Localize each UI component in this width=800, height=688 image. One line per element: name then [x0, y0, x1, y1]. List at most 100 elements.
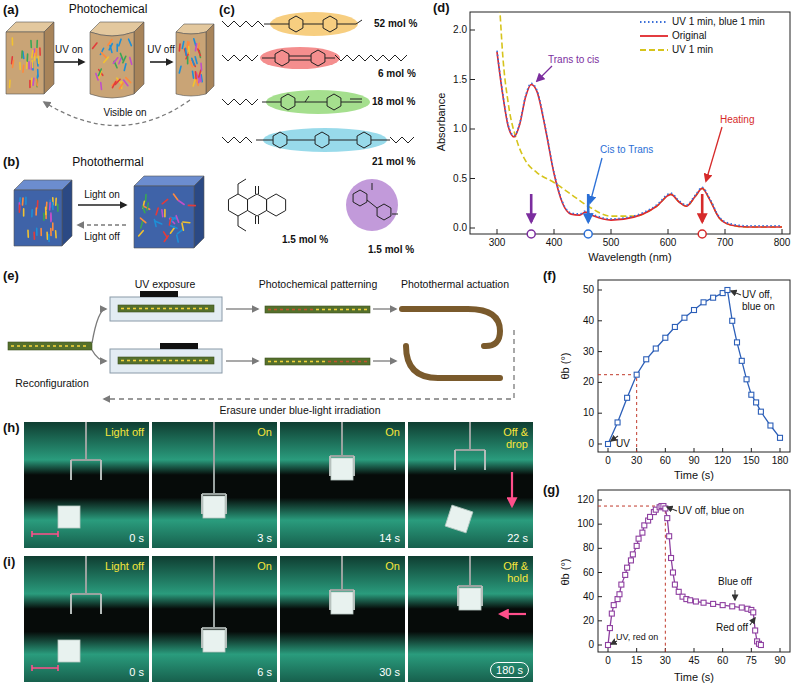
tick-label: 0.5 [453, 173, 467, 185]
mesogen-rod [196, 79, 198, 86]
data-point [739, 358, 744, 363]
data-point [636, 536, 641, 541]
bending-chart [598, 280, 790, 452]
mesogen-dash [77, 345, 80, 347]
wavelength-arrow [701, 194, 704, 222]
mesogen-rod [28, 62, 30, 69]
light-state: On [385, 560, 400, 572]
mesogen-rod [142, 206, 144, 213]
mesogen-dash [11, 345, 14, 347]
light-state: On [257, 426, 272, 438]
lcn-film-block [90, 22, 144, 98]
lcn-strip [8, 342, 92, 350]
mesogen-dash [268, 361, 271, 363]
mesogen-rod [182, 223, 183, 230]
alkyl-chain [222, 99, 258, 105]
mesogen-dash [151, 360, 154, 362]
mesogen-rod [46, 232, 48, 239]
mesogen-rod [173, 194, 177, 200]
benzene-ring [273, 132, 287, 148]
actuated-strip [406, 346, 500, 378]
tick-label: 60 [583, 567, 594, 579]
plot-frame [470, 12, 790, 234]
mesogen-dash [181, 308, 184, 310]
bond [350, 99, 362, 100]
mesogen-dash [133, 308, 136, 310]
tick-label: 2.0 [453, 24, 467, 36]
cargo-cube [459, 588, 481, 610]
mesogen-dash [127, 308, 130, 310]
data-line [608, 290, 780, 444]
arrow [734, 590, 735, 600]
data-point [749, 392, 754, 397]
mesogen-rod [161, 210, 163, 217]
arrow [226, 360, 258, 361]
tick-mark [598, 290, 602, 291]
photo-background [24, 422, 149, 548]
bond [258, 216, 259, 224]
photo-frame: Off & hold180 s [408, 556, 533, 682]
benzene-ring [228, 194, 247, 216]
mesogen-dash [145, 308, 148, 310]
data-point [625, 395, 630, 400]
mesogen-rod [169, 218, 170, 225]
mesogen-rod [179, 44, 181, 51]
bond [238, 216, 239, 226]
mesogen-dash [139, 360, 142, 362]
photo-frame: Off & drop22 s [408, 422, 533, 548]
mesogen-dash [364, 361, 367, 363]
photo-frame [280, 556, 405, 682]
mesogen-rod [195, 44, 196, 51]
mesogen-dash [41, 345, 44, 347]
spectrum-curve [497, 51, 782, 226]
mesogen-rod [109, 44, 112, 50]
mesogen-rod [139, 231, 144, 236]
data-point [758, 409, 763, 414]
cube-side [44, 22, 54, 94]
annotation-text: Trans to cis [548, 54, 599, 66]
axis-title: Absorbance [435, 93, 448, 152]
lcn-strip [265, 358, 370, 365]
mesogen-rod [156, 208, 158, 215]
data-point [669, 556, 674, 561]
mesogen-rod [187, 57, 189, 64]
cube-front [6, 32, 44, 94]
molar-ratio: 21 mol % [372, 156, 415, 168]
mesogen-dash [145, 360, 148, 362]
mesogen-rod [124, 64, 126, 71]
mesogen-rod [52, 223, 54, 230]
arrow [590, 158, 602, 203]
mesogen-dash [205, 308, 208, 310]
bond [264, 24, 289, 25]
mesogen-rod [119, 57, 122, 63]
data-point [692, 308, 697, 313]
mesogen-rod [119, 83, 123, 89]
mesogen-dash [53, 345, 56, 347]
lcn-film-block [176, 24, 214, 96]
gripper-arm [71, 593, 101, 595]
mesogen-dash [23, 345, 26, 347]
mesogen-dash [292, 361, 295, 363]
mesogen-dash [47, 345, 50, 347]
panel-label: (i) [3, 555, 15, 570]
mesogen-rod [55, 231, 57, 238]
data-point [625, 565, 630, 570]
time-badge: 180 s [490, 662, 529, 678]
gripper-arm [213, 422, 215, 494]
legend-text: UV 1 min, blue 1 min [672, 16, 765, 28]
mesogen-dash [83, 345, 86, 347]
actuated-strip [402, 309, 500, 346]
mesogen-rod [113, 58, 117, 63]
mesogen-dash [175, 360, 178, 362]
panel-heading: Photochemical [69, 3, 148, 17]
tick-mark [611, 229, 612, 234]
alkyl-chain [390, 137, 414, 143]
tick-label: 40 [583, 591, 594, 603]
bond [295, 102, 327, 103]
mesogen-dash [59, 345, 62, 347]
guide-line [598, 375, 637, 452]
mesogen-rod [35, 49, 37, 56]
data-point [711, 601, 716, 606]
data-point [644, 357, 649, 362]
